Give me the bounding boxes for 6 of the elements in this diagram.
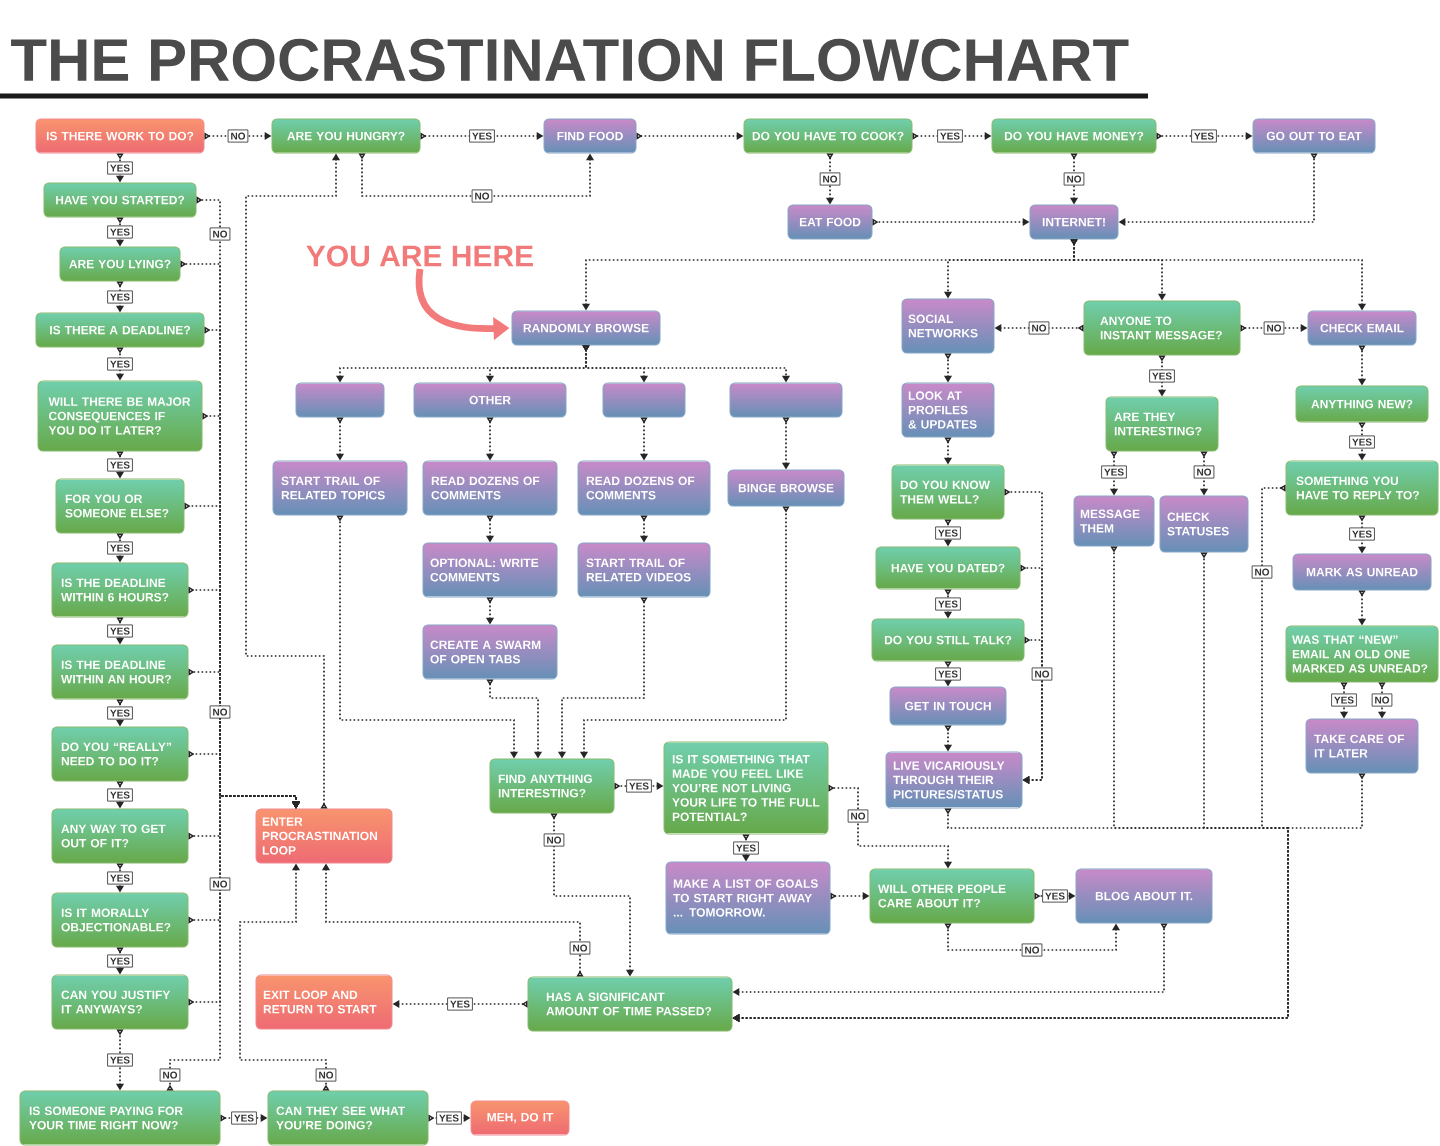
title: THE PROCRASTINATION FLOWCHART xyxy=(11,38,1129,82)
action-box xyxy=(602,382,686,418)
action-box xyxy=(729,382,843,418)
callout-text: YOU ARE HERE xyxy=(306,245,533,267)
connector-arrow xyxy=(166,795,301,1091)
action-box xyxy=(295,382,385,418)
